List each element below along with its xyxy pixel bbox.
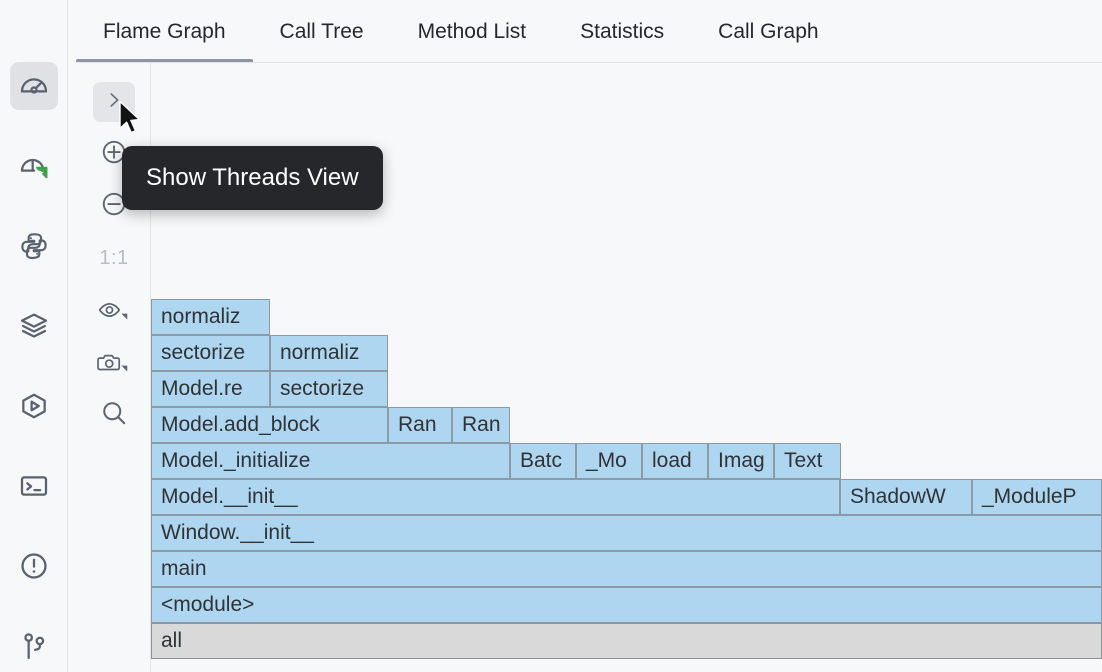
flame-frame-label: sectorize [161,341,246,364]
flame-frame-label: _ModuleP [982,485,1077,508]
flame-frame[interactable]: Imag [708,443,774,479]
flame-frame-label: Ran [398,413,437,436]
flame-frame[interactable]: Batc [510,443,576,479]
activity-item-layers[interactable] [10,302,58,350]
view-tabbar: Flame Graph Call Tree Method List Statis… [76,0,1102,63]
flame-frame[interactable]: Model.re [151,371,270,407]
tab-label: Call Tree [279,19,364,43]
tab-label: Method List [417,19,527,43]
tab-method-list[interactable]: Method List [391,0,554,63]
flame-frame[interactable]: ShadowW [840,479,972,515]
flame-frame-label: main [161,557,207,580]
zoom-reset-button[interactable]: 1:1 [93,243,135,273]
flame-frame-label: all [161,629,183,652]
flame-frame-label: _Mo [586,449,627,472]
eye-dropdown-icon [97,296,131,329]
branch-icon [18,630,50,662]
chevron-right-icon [103,89,125,116]
flame-frame-label: Ran [462,413,501,436]
flame-frame-root[interactable]: all [151,623,1102,659]
flame-frame[interactable]: sectorize [151,335,270,371]
flame-frame-label: Batc [520,449,563,472]
flame-frame-label: Text [784,449,823,472]
layers-icon [18,310,50,342]
flame-frame[interactable]: main [151,551,1102,587]
activity-item-run[interactable] [10,382,58,430]
activity-item-version-control[interactable] [10,622,58,670]
flame-frame-label: <module> [161,593,255,616]
search-button[interactable] [93,395,135,435]
flame-frame-label: normaliz [161,305,241,328]
flame-frame-label: load [652,449,692,472]
tab-list: Flame Graph Call Tree Method List Statis… [76,0,846,63]
activity-item-terminal[interactable] [10,462,58,510]
tab-statistics[interactable]: Statistics [553,0,691,63]
camera-dropdown-icon [97,348,131,381]
flame-frame-label: Window.__init__ [161,521,314,544]
python-icon [18,230,50,262]
flame-frame-label: Model.re [161,377,243,400]
tab-call-tree[interactable]: Call Tree [253,0,391,63]
tab-label: Flame Graph [103,19,226,43]
zoom-level-label: 1:1 [99,246,129,269]
gauge-icon [18,70,50,102]
warning-circle-icon [18,550,50,582]
flame-frame[interactable]: Window.__init__ [151,515,1102,551]
run-hexagon-icon [18,390,50,422]
flame-frame[interactable]: Ran [388,407,452,443]
flame-frame-label: Model._initialize [161,449,311,472]
tooltip-label: Show Threads View [146,164,359,191]
magnifier-icon [99,398,129,433]
flame-frame[interactable]: sectorize [270,371,388,407]
tab-call-graph[interactable]: Call Graph [691,0,845,63]
flame-frame[interactable]: _Mo [576,443,642,479]
activity-item-profiler-run[interactable] [10,142,58,190]
flame-frame[interactable]: normaliz [270,335,388,371]
flame-frame-label: normaliz [280,341,360,364]
flame-frame-label: Model.add_block [161,413,320,436]
flame-frame-label: Model.__init__ [161,485,298,508]
flame-frame[interactable]: Model.add_block [151,407,388,443]
activity-item-profiler-dashboard[interactable] [10,62,58,110]
tab-flame-graph[interactable]: Flame Graph [76,0,253,63]
flame-frame[interactable]: Model._initialize [151,443,510,479]
flame-frame[interactable]: normaliz [151,299,270,335]
flame-frame[interactable]: _ModuleP [972,479,1102,515]
flame-frame[interactable]: Ran [452,407,510,443]
mouse-cursor [118,100,144,143]
activity-item-python-console[interactable] [10,222,58,270]
flame-frame-label: ShadowW [850,485,946,508]
activity-bar [0,0,68,672]
gauge-play-icon [18,150,50,182]
flame-frame[interactable]: Model.__init__ [151,479,840,515]
flame-frame-label: Imag [718,449,765,472]
flame-frame[interactable]: <module> [151,587,1102,623]
flame-frame[interactable]: Text [774,443,841,479]
flame-frame[interactable]: load [642,443,708,479]
tooltip: Show Threads View [122,146,383,210]
tab-label: Statistics [580,19,665,43]
visibility-options-button[interactable] [93,292,135,332]
tab-label: Call Graph [718,19,819,43]
flame-frame-label: sectorize [280,377,365,400]
terminal-icon [18,470,50,502]
activity-item-problems[interactable] [10,542,58,590]
export-snapshot-button[interactable] [93,344,135,384]
